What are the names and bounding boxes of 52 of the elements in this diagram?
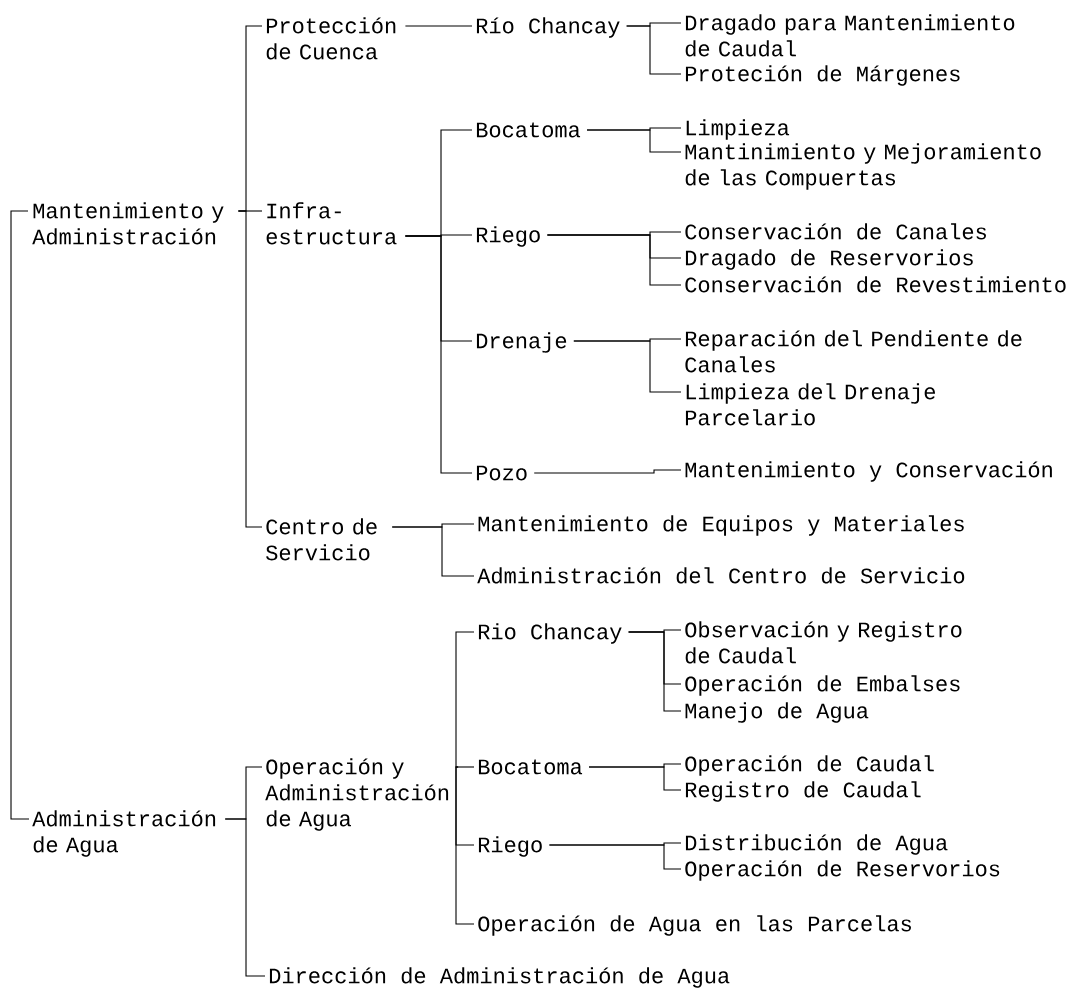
tree-label: Operación de Agua en las Parcelas	[478, 915, 911, 936]
connector-line	[586, 129, 682, 153]
tree-label: Limpieza del Drenaje Parcelario	[685, 383, 935, 426]
tree-label: Mantenimiento de Equipos y Materiales	[478, 515, 964, 536]
tree-label: Reparación del Pendiente de Canales	[685, 330, 1022, 373]
connector-line	[237, 210, 263, 528]
tree-label: Operación y Administración de Agua	[265, 758, 449, 831]
connector-line	[404, 235, 473, 474]
tree-label: Operación de Reservorios	[685, 860, 1000, 881]
tree-label: Distribución de Agua	[685, 834, 948, 855]
tree-label: Mantinimiento y Mejoramiento de las Compuertas	[685, 143, 1041, 190]
tree-label: Protección de Cuenca	[266, 17, 396, 60]
connector-line	[224, 818, 266, 977]
tree-label: Centro de Servicio	[266, 518, 377, 561]
connector-line	[391, 526, 475, 577]
connector-line	[588, 766, 682, 791]
connector-line	[626, 25, 682, 75]
tree-label: Mantenimiento y Conservación	[685, 461, 1052, 482]
tree-label: Riego	[476, 226, 540, 247]
tree-label: Río Chancay	[476, 17, 620, 38]
tree-label: Observación y Registro de Caudal	[685, 621, 962, 664]
connector-line	[455, 766, 475, 925]
tree-label: Pozo	[476, 465, 527, 481]
tree-label: Drenaje	[476, 332, 567, 353]
tree-label: Operación de Embalses	[685, 675, 960, 696]
tree-label: Operación de Caudal	[685, 755, 934, 776]
connector-line	[404, 25, 473, 27]
connector-line	[455, 631, 475, 768]
connector-line	[533, 469, 682, 474]
tree-label: Proteción de Márgenes	[685, 65, 960, 86]
tree-label: Conservación de Revestimiento	[685, 276, 1066, 293]
tree-label: Bocatoma	[476, 122, 581, 138]
tree-label: Riego	[478, 836, 542, 857]
connector-line	[10, 210, 30, 820]
tree-label: Infra- estructura	[266, 202, 397, 245]
connector-line	[457, 766, 475, 768]
tree-label: Mantenimiento y Administración	[32, 202, 224, 245]
tree-label: Conservación de Canales	[685, 223, 986, 240]
connector-line	[546, 234, 682, 286]
tree-label: Dragado de Reservorios	[685, 249, 973, 270]
tree-label: Administración del Centro de Servicio	[477, 567, 965, 584]
tree-label: Registro de Caudal	[685, 781, 921, 802]
tree-label: Bocatoma	[478, 759, 583, 775]
tree-label: Administración de Agua	[32, 810, 216, 857]
connector-line	[628, 631, 682, 712]
tree-label: Dragado para Mantenimiento de Caudal	[685, 14, 1015, 57]
connector-line	[548, 844, 682, 870]
tree-label: Rio Chancay	[478, 623, 622, 644]
tree-label: Manejo de Agua	[685, 702, 869, 723]
connector-line	[573, 340, 682, 393]
tree-label: Limpieza	[686, 119, 790, 140]
tree-label: Dirección de Administración de Agua	[269, 967, 730, 988]
